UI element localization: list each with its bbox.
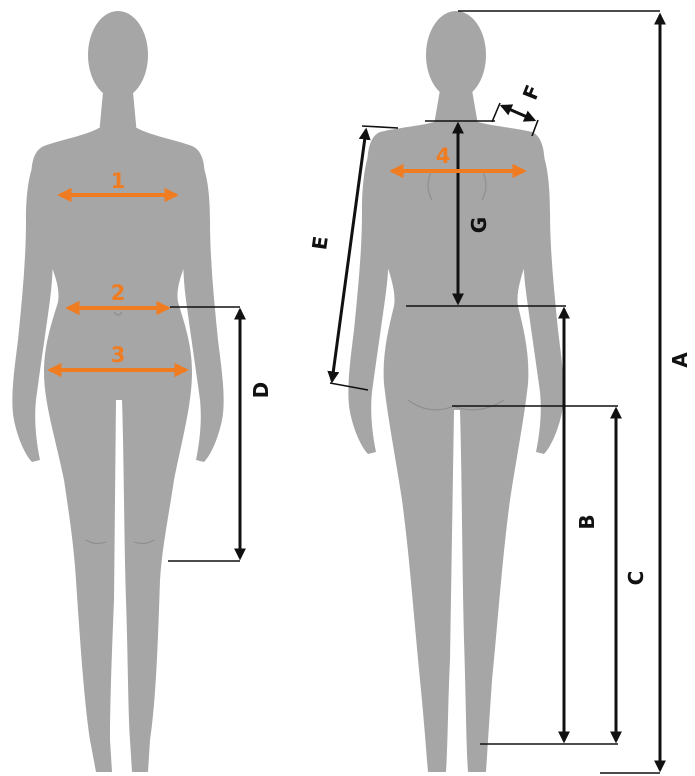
measure-a-label: A	[668, 352, 692, 368]
measure-c-label: C	[624, 571, 648, 586]
front-head	[88, 11, 148, 99]
measure-2-label: 2	[111, 281, 126, 305]
front-right-arm	[183, 150, 224, 462]
measure-f-guide-outer	[532, 120, 538, 136]
front-left-arm	[12, 150, 53, 462]
measure-f-arrow	[502, 106, 534, 120]
measure-d-label: D	[249, 382, 273, 399]
back-left-arm	[348, 136, 389, 454]
measure-e-label: E	[307, 235, 333, 252]
measure-f-label: F	[518, 82, 545, 104]
measure-3-label: 3	[111, 343, 126, 367]
back-figure	[348, 11, 563, 772]
measure-f-guide-inner	[492, 103, 500, 122]
measure-1-label: 1	[111, 169, 126, 193]
back-head	[426, 11, 486, 99]
back-body	[368, 122, 545, 772]
measure-4-label: 4	[436, 144, 451, 168]
front-body	[32, 128, 205, 772]
front-figure	[12, 11, 223, 772]
measure-b-label: B	[575, 514, 599, 529]
measure-e-guide-top	[362, 126, 398, 128]
back-neck	[434, 90, 478, 125]
measure-g-label: G	[467, 217, 491, 233]
